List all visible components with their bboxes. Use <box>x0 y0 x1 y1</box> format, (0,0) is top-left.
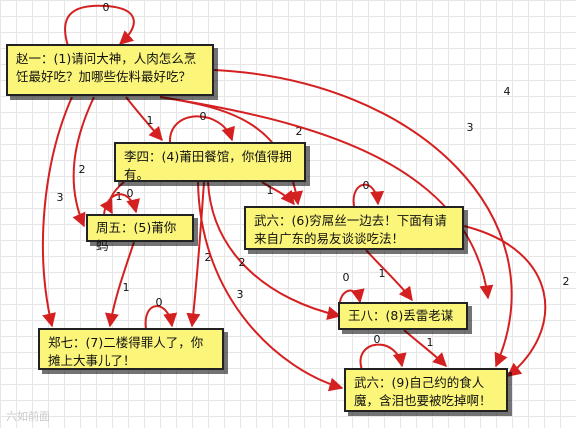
node-6-text: 武六：(6)穷屌丝一边去！下面有请来自广东的易友谈谈吃法！ <box>254 213 447 246</box>
node-9-text: 武六：(9)自己约的食人魔，含泪也要被吃掉啊！ <box>354 375 492 408</box>
node-7-text: 郑七：(7)二楼得罪人了，你摊上大事儿了！ <box>48 335 204 368</box>
edge-label: 3 <box>467 121 474 134</box>
node-9: 武六：(9)自己约的食人魔，含泪也要被吃掉啊！ <box>344 368 508 412</box>
edge-label: 0 <box>363 179 370 192</box>
node-8: 王八：(8)丢雷老谋 <box>338 302 468 330</box>
edge-n1-n9 <box>213 69 513 368</box>
edge-label: 2 <box>296 125 303 138</box>
node-1: 赵一：(1)请问大神，人肉怎么烹饪最好吃？加哪些佐料最好吃？ <box>6 44 214 96</box>
node-5: 周五：(5)莆你蚂 <box>86 214 194 253</box>
edge-label: 4 <box>504 85 511 98</box>
node-1-text: 赵一：(1)请问大神，人肉怎么烹饪最好吃？加哪些佐料最好吃？ <box>16 51 197 84</box>
edge-label: 2 <box>205 251 212 264</box>
edge-label: 2 <box>239 256 246 269</box>
edge-n6-n9 <box>463 225 547 377</box>
edge-label: 0 <box>103 1 110 14</box>
node-7: 郑七：(7)二楼得罪人了，你摊上大事儿了！ <box>38 328 224 370</box>
edge-label: 0 <box>127 187 134 200</box>
edge-label: 2 <box>79 163 86 176</box>
edge-n6-n8 <box>365 249 413 302</box>
edge-n7-n7 <box>144 305 178 330</box>
node-5-text: 周五：(5)莆你蚂 <box>96 220 177 253</box>
edge-n6-n6 <box>352 183 385 207</box>
edge-label: 0 <box>156 296 163 309</box>
edge-label: 2 <box>563 275 570 288</box>
edge-n4-n8 <box>207 181 342 321</box>
edge-n4-n7 <box>186 181 205 328</box>
watermark: 六如前面 <box>6 410 50 423</box>
edge-n4-n4 <box>168 115 235 144</box>
edge-n1-n5 <box>72 96 95 228</box>
edge-n5-n7 <box>105 241 135 328</box>
edge-label: 0 <box>374 333 381 346</box>
node-6: 武六：(6)穷屌丝一边去！下面有请来自广东的易友谈谈吃法！ <box>244 206 464 250</box>
edge-n4-n6 <box>261 181 295 206</box>
edge-label: 1 <box>427 336 434 349</box>
edge-label: 0 <box>200 110 207 123</box>
edge-n1-n8 <box>159 96 494 300</box>
node-8-text: 王八：(8)丢雷老谋 <box>348 308 454 323</box>
edge-label: 1 <box>147 114 154 127</box>
edge-n9-n9 <box>359 343 407 371</box>
edge-n8-n9 <box>403 329 447 367</box>
edge-label: 1 <box>379 267 386 280</box>
node-4-text: 李四：(4)莆田餐馆，你值得拥有。 <box>124 149 292 182</box>
edge-n4-n9 <box>197 181 344 392</box>
edge-label: 1 <box>123 281 130 294</box>
edge-label: 0 <box>343 271 350 284</box>
node-4: 李四：(4)莆田餐馆，你值得拥有。 <box>114 142 306 182</box>
edge-label: 1 <box>116 190 123 203</box>
edge-n1-n1 <box>64 4 135 47</box>
edge-label: 1 <box>267 184 274 197</box>
edge-n1-n4 <box>125 96 163 142</box>
edge-n1-n7 <box>42 96 73 328</box>
edge-label: 3 <box>237 288 244 301</box>
edge-label: 3 <box>57 191 64 204</box>
edge-n5-n5 <box>103 193 140 216</box>
